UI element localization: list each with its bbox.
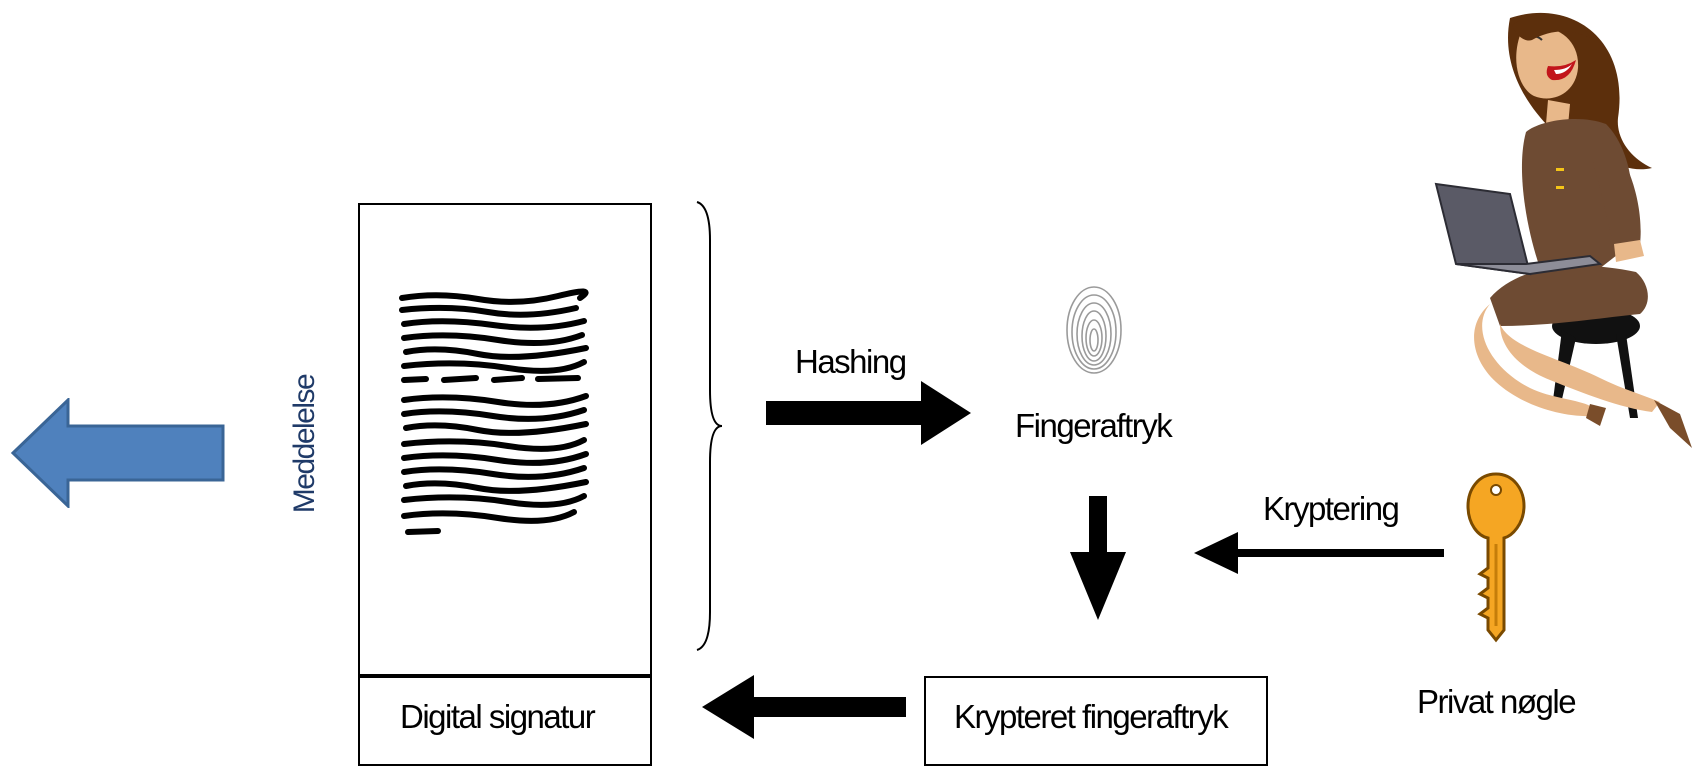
document-text-icon — [399, 288, 589, 535]
fingerprint-label: Fingeraftryk — [1015, 407, 1173, 444]
left-arrow-icon — [10, 398, 225, 508]
encryption-label: Kryptering — [1263, 490, 1400, 527]
encrypted-fingerprint-label: Krypteret fingeraftryk — [954, 698, 1229, 735]
down-arrow — [1070, 496, 1126, 620]
hashing-arrow — [766, 381, 971, 445]
private-key-label: Privat nøgle — [1417, 683, 1577, 720]
fingerprint-icon — [1066, 286, 1122, 374]
hashing-label: Hashing — [795, 343, 907, 380]
encryption-arrow — [1194, 532, 1444, 574]
message-document — [358, 203, 652, 676]
woman-with-laptop-icon — [1434, 12, 1692, 448]
key-icon — [1466, 472, 1526, 643]
signature-arrow — [702, 675, 906, 739]
digital-signature-label: Digital signatur — [400, 698, 596, 735]
bracket — [696, 201, 723, 651]
message-label: Meddelelse — [288, 374, 321, 514]
